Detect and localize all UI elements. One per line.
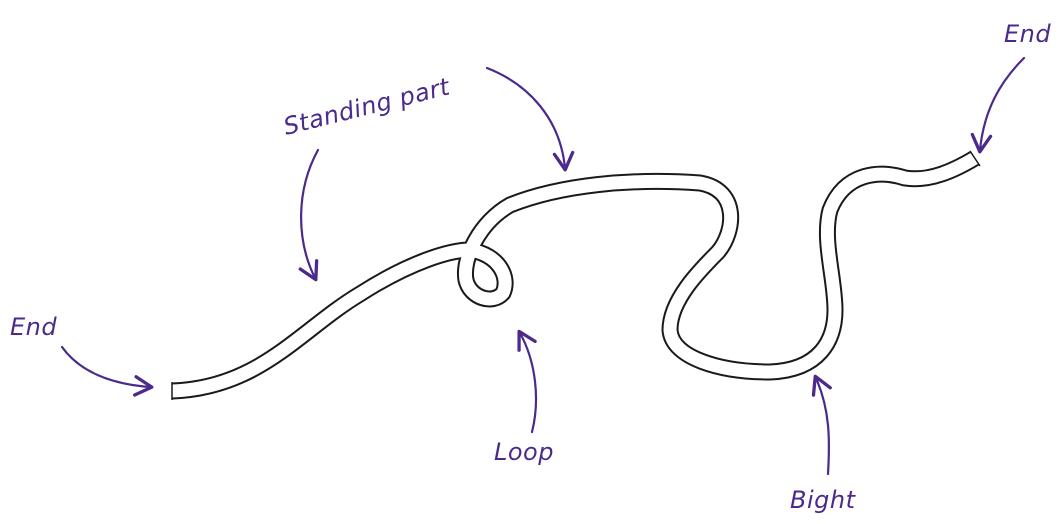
label-end-left: End: [10, 313, 57, 341]
arrow-standing-part-left: [301, 150, 318, 278]
annotation-labels: End Standing part Loop Bight End: [10, 20, 1051, 514]
arrow-end-right: [980, 58, 1024, 150]
arrow-loop: [520, 333, 536, 432]
label-end-right: End: [1004, 20, 1051, 48]
label-standing-part: Standing part: [281, 72, 454, 141]
arrow-bight: [816, 378, 829, 474]
arrow-end-left: [62, 347, 150, 387]
arrow-standing-part-right: [487, 68, 565, 168]
annotation-arrows: [62, 58, 1024, 474]
label-loop: Loop: [494, 438, 554, 466]
label-bight: Bight: [790, 486, 857, 514]
rope-inner: [172, 158, 975, 391]
rope: [172, 151, 980, 400]
